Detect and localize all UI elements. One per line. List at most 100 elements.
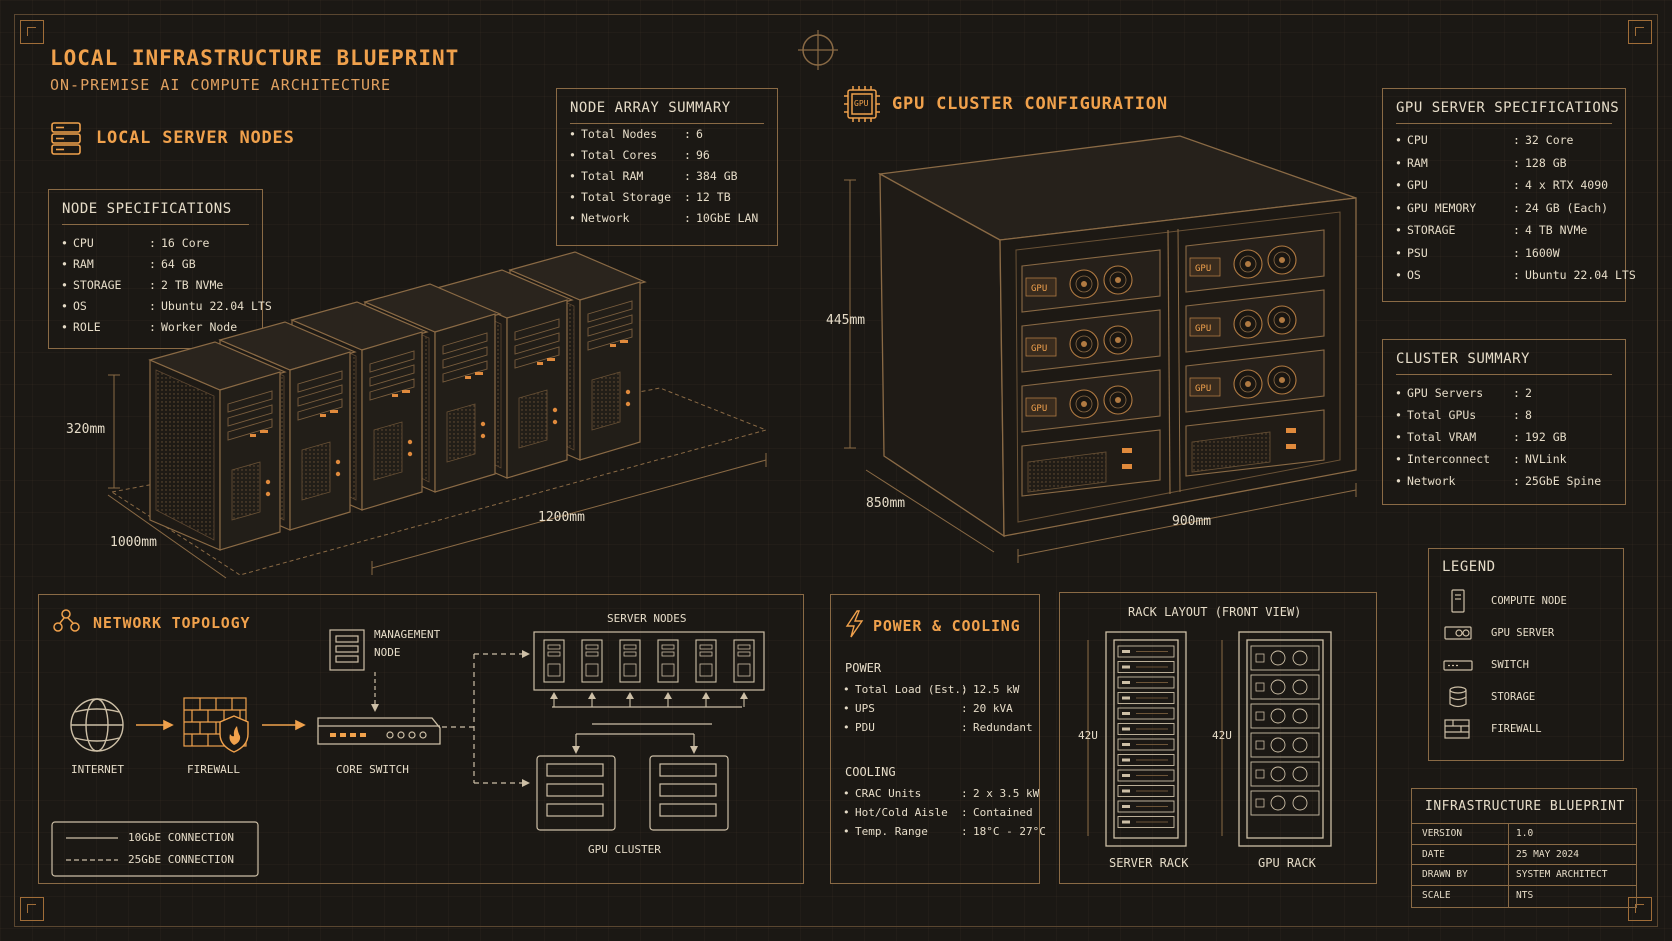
node-spec-value: Worker Node xyxy=(161,320,238,334)
node-height-dimension: 320mm xyxy=(66,422,106,437)
cluster-summary-key: Total GPUs xyxy=(1407,408,1477,422)
node-specifications-title: NODE SPECIFICATIONS xyxy=(62,201,232,217)
outer-frame xyxy=(14,14,1658,927)
gpu-rack-height-label: 42U xyxy=(1212,729,1232,742)
power-value: Redundant xyxy=(973,721,1033,734)
gpu-spec-key: GPU xyxy=(1407,178,1428,192)
node-array-row: •Total Cores:96 xyxy=(569,148,710,162)
node-spec-row: •ROLE:Worker Node xyxy=(61,320,238,334)
node-depth-dimension: 1000mm xyxy=(110,535,157,550)
page-title: LOCAL INFRASTRUCTURE BLUEPRINT xyxy=(50,46,460,70)
server-rack-height-label: 42U xyxy=(1078,729,1098,742)
node-array-value: 6 xyxy=(696,127,703,141)
cooling-key: CRAC Units xyxy=(855,787,922,800)
rack-layout-panel: RACK LAYOUT (FRONT VIEW) xyxy=(1059,592,1377,884)
gpu-cabinet-width-dimension: 900mm xyxy=(1172,514,1212,529)
node-array-row: •Total RAM:384 GB xyxy=(569,169,738,183)
gpu-spec-value: Ubuntu 22.04 LTS xyxy=(1525,268,1636,282)
gpu-spec-row: •RAM:128 GB xyxy=(1395,155,1567,170)
gpu-spec-value: 128 GB xyxy=(1525,155,1567,170)
gpu-spec-row: •GPU MEMORY:24 GB (Each) xyxy=(1395,200,1609,215)
title-block-key: VERSION xyxy=(1422,828,1463,839)
cooling-value: 2 x 3.5 kW xyxy=(973,787,1040,800)
cluster-summary-key: GPU Servers xyxy=(1407,386,1484,400)
gpu-spec-key: CPU xyxy=(1407,133,1428,147)
corner-mark-top-left xyxy=(20,20,44,44)
legend-item-label: STORAGE xyxy=(1491,691,1536,703)
cluster-summary-row: •Network:25GbE Spine xyxy=(1395,474,1602,488)
node-array-key: Network xyxy=(581,211,630,225)
node-array-width-dimension: 1200mm xyxy=(538,510,585,525)
cluster-summary-row: •Total VRAM:192 GB xyxy=(1395,430,1567,444)
gpu-server-specifications-title: GPU SERVER SPECIFICATIONS xyxy=(1396,100,1620,116)
node-specifications-panel: NODE SPECIFICATIONS •CPU:16 Core•RAM:64 … xyxy=(48,189,272,349)
node-array-value: 10GbE LAN xyxy=(696,211,759,225)
title-block-value: SYSTEM ARCHITECT xyxy=(1516,869,1608,880)
title-block-key: DATE xyxy=(1422,848,1445,860)
title-block-value: NTS xyxy=(1516,889,1534,901)
gpu-spec-row: •OS:Ubuntu 22.04 LTS xyxy=(1395,268,1636,282)
gpu-spec-row: •PSU:1600W xyxy=(1395,245,1560,260)
network-topology-title: NETWORK TOPOLOGY xyxy=(93,614,251,632)
node-array-summary-title: NODE ARRAY SUMMARY xyxy=(570,100,731,116)
storage-icon xyxy=(1449,686,1467,708)
gpu-spec-value: 4 x RTX 4090 xyxy=(1525,178,1609,192)
core-switch-label: CORE SWITCH xyxy=(336,763,409,776)
power-key: Total Load (Est.) xyxy=(855,683,968,696)
gpu-spec-key: STORAGE xyxy=(1407,223,1456,237)
cooling-row: •Hot/Cold Aisle:Contained xyxy=(843,806,1033,819)
cooling-value: Contained xyxy=(973,806,1033,819)
node-spec-value: 64 GB xyxy=(161,257,196,271)
gpu-chip-label: GPU xyxy=(854,99,869,108)
legend-item-label: SWITCH xyxy=(1491,659,1529,671)
cooling-key: Temp. Range xyxy=(855,825,928,838)
cluster-summary-value: 2 xyxy=(1525,386,1532,400)
title-block-key: DRAWN BY xyxy=(1422,869,1468,880)
server-rack-label: SERVER RACK xyxy=(1109,856,1189,870)
gpu-cluster-label: GPU CLUSTER xyxy=(588,843,661,856)
power-value: 12.5 kW xyxy=(973,683,1020,696)
node-spec-row: •RAM:64 GB xyxy=(61,257,196,271)
node-array-summary-panel: NODE ARRAY SUMMARY •Total Nodes:6 •Total … xyxy=(556,88,778,246)
rack-layout-title: RACK LAYOUT (FRONT VIEW) xyxy=(1128,605,1302,619)
legend-item-label: COMPUTE NODE xyxy=(1491,595,1567,607)
gpu-spec-value: 4 TB NVMe xyxy=(1525,223,1588,237)
gpu-rack-label: GPU RACK xyxy=(1258,856,1316,870)
cooling-row: •Temp. Range:18°C - 27°C xyxy=(843,825,1046,838)
node-spec-row: •STORAGE:2 TB NVMe xyxy=(61,278,224,292)
management-node-label-line1: MANAGEMENT xyxy=(374,628,441,641)
lightning-icon xyxy=(845,610,864,638)
node-spec-key: STORAGE xyxy=(73,278,122,292)
node-spec-key: ROLE xyxy=(73,320,101,334)
gpu-cabinet-depth-dimension: 850mm xyxy=(866,496,906,511)
gpu-spec-key: OS xyxy=(1407,268,1421,282)
power-key: PDU xyxy=(855,721,875,734)
legend-10gbe-label: 10GbE CONNECTION xyxy=(128,831,234,844)
node-spec-value: 2 TB NVMe xyxy=(161,278,224,292)
power-cooling-title: POWER & COOLING xyxy=(873,617,1021,635)
node-array-row: •Network:10GbE LAN xyxy=(569,211,759,225)
corner-mark-bottom-left xyxy=(20,897,44,921)
node-array-key: Total Storage xyxy=(581,190,672,204)
node-array-row: •Total Storage:12 TB xyxy=(569,190,731,204)
node-spec-value: 16 Core xyxy=(161,236,210,250)
cluster-summary-panel: CLUSTER SUMMARY •GPU Servers:2•Total GPU… xyxy=(1382,339,1626,505)
cooling-row: •CRAC Units:2 x 3.5 kW xyxy=(843,787,1040,800)
gpu-spec-key: GPU MEMORY xyxy=(1407,200,1477,215)
gpu-spec-key: RAM xyxy=(1407,155,1428,170)
gpu-spec-value: 24 GB (Each) xyxy=(1525,200,1609,215)
power-row: •UPS:20 kVA xyxy=(843,702,1013,715)
node-array-value: 96 xyxy=(696,148,710,162)
corner-mark-bottom-right xyxy=(1628,897,1652,921)
legend-item-label: GPU SERVER xyxy=(1491,627,1555,639)
node-spec-key: CPU xyxy=(73,236,94,250)
gpu-spec-value: 32 Core xyxy=(1525,133,1574,147)
cluster-summary-value: 8 xyxy=(1525,408,1532,422)
node-array-row: •Total Nodes:6 xyxy=(569,127,703,141)
gpu-spec-row: •STORAGE:4 TB NVMe xyxy=(1395,223,1588,237)
cooling-key: Hot/Cold Aisle xyxy=(855,806,948,819)
title-block-title: INFRASTRUCTURE BLUEPRINT xyxy=(1425,799,1625,814)
gpu-cabinet-height-dimension: 445mm xyxy=(826,313,866,328)
